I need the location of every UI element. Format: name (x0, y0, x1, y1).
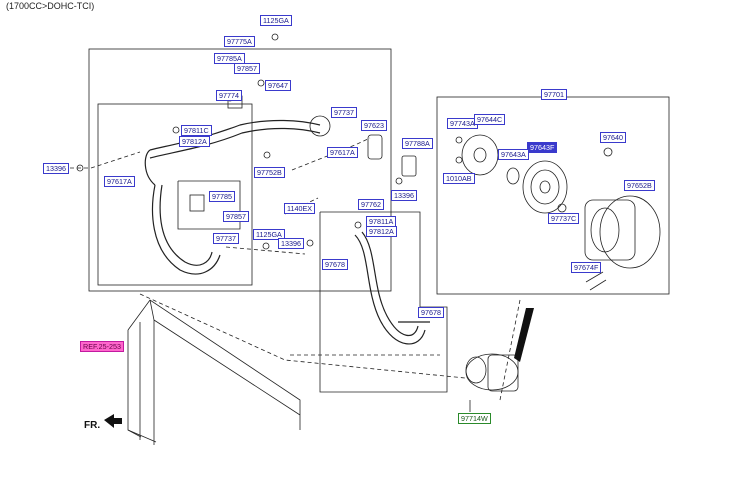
part-label[interactable]: 97674F (571, 262, 602, 273)
suction-hose-subframe (97, 103, 253, 286)
part-label[interactable]: 1125GA (253, 229, 285, 240)
leader-left (70, 151, 141, 169)
part-label[interactable]: 1125GA (260, 15, 292, 26)
part-label[interactable]: 13396 (391, 190, 417, 201)
part-label[interactable]: 97788A (402, 138, 433, 149)
compressor-bottom (465, 353, 519, 412)
part-label[interactable]: 97785A (214, 53, 245, 64)
part-label[interactable]: 97678 (418, 307, 444, 318)
part-label[interactable]: 1010AB (443, 173, 475, 184)
part-label[interactable]: 97644C (474, 114, 506, 125)
part-label[interactable]: 97737 (213, 233, 239, 244)
front-direction-label: FR. (84, 420, 101, 431)
part-label[interactable]: 97647 (265, 80, 291, 91)
part-label[interactable]: 97643A (498, 149, 529, 160)
part-label[interactable]: 97785 (209, 191, 235, 202)
part-label[interactable]: 97737C (548, 213, 580, 224)
discharge-hose (354, 231, 430, 345)
part-label[interactable]: 97617A (327, 147, 358, 158)
part-label[interactable]: 97617A (104, 176, 135, 187)
part-label[interactable]: 97652B (624, 180, 655, 191)
part-label[interactable]: 97812A (179, 136, 210, 147)
part-label[interactable]: 13396 (43, 163, 69, 174)
hose-group-frame (88, 48, 392, 292)
part-label[interactable]: 97678 (322, 259, 348, 270)
suction-hose (144, 119, 321, 275)
part-label[interactable]: 97775A (224, 36, 255, 47)
part-label[interactable]: 97774 (216, 90, 242, 101)
part-label[interactable]: 97623 (361, 120, 387, 131)
leader-bottom (139, 293, 466, 379)
part-label[interactable]: 97811C (181, 125, 212, 136)
part-label[interactable]: 1140EX (284, 203, 316, 214)
part-label[interactable]: 97714W (458, 413, 491, 424)
engine-variant-header: (1700CC>DOHC-TCI) (6, 1, 95, 11)
part-label[interactable]: 13396 (278, 238, 304, 249)
part-label-selected[interactable]: 97643F (527, 142, 558, 153)
part-label[interactable]: 97857 (223, 211, 249, 222)
part-label[interactable]: 97812A (366, 226, 397, 237)
detail-arrow (514, 308, 534, 362)
part-label[interactable]: 97701 (541, 89, 567, 100)
part-label[interactable]: 97857 (234, 63, 260, 74)
bolts (76, 33, 463, 250)
condenser-outline (127, 299, 301, 445)
front-arrow-icon (104, 414, 122, 428)
part-label[interactable]: 97737 (331, 107, 357, 118)
discharge-hose-frame (319, 211, 448, 393)
part-label[interactable]: 97762 (358, 199, 384, 210)
part-label[interactable]: 97640 (600, 132, 626, 143)
reference-link[interactable]: REF.25-253 (80, 341, 124, 352)
part-label[interactable]: 97752B (254, 167, 285, 178)
